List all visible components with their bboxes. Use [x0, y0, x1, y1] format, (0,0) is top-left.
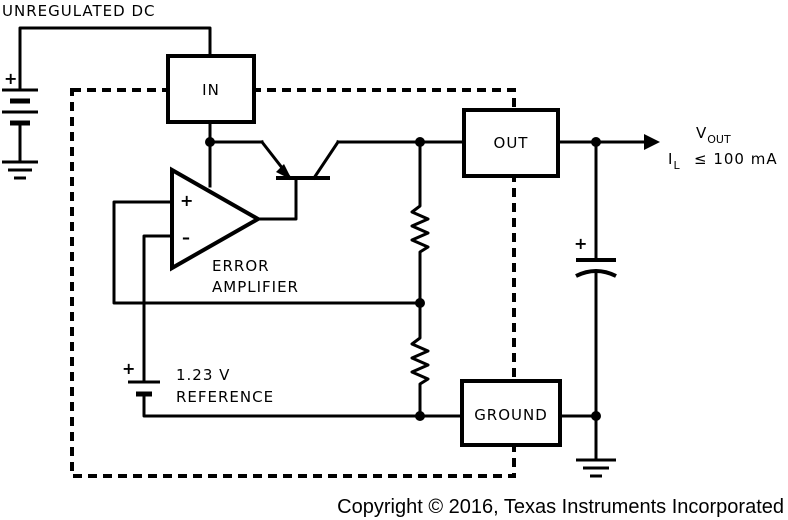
input-battery — [2, 68, 38, 164]
upper-resistor — [410, 140, 430, 305]
copyright-text: Copyright © 2016, Texas Instruments Inco… — [337, 496, 784, 518]
junction-divider-bottom — [415, 411, 425, 421]
pass-transistor — [259, 139, 341, 181]
regulator-ic-boundary — [70, 88, 516, 478]
error-amplifier — [170, 166, 263, 272]
junction-in — [205, 137, 215, 147]
junction-ground — [591, 411, 601, 421]
reference-to-ground-wire — [142, 394, 466, 418]
i-l-value: ≤ 100 mA — [694, 150, 778, 168]
capacitor-plus-sign: + — [574, 234, 587, 253]
reference-label: REFERENCE — [176, 388, 274, 406]
in-block-label: IN — [202, 81, 220, 99]
i-l-label: IL — [668, 150, 680, 172]
output-ground-symbol — [576, 458, 616, 478]
input-ground-symbol — [2, 160, 38, 180]
i-l-subscript: L — [673, 159, 680, 172]
ground-block — [460, 379, 562, 447]
in-block — [166, 54, 256, 124]
unregulated-dc-label: UNREGULATED DC — [2, 2, 155, 20]
output-arrow-icon — [644, 134, 660, 150]
ground-block-label: GROUND — [474, 406, 548, 424]
out-block-label: OUT — [494, 134, 529, 152]
v-out-subscript: OUT — [707, 133, 731, 146]
opamp-to-base-wire — [256, 176, 298, 221]
opamp-minus-input-sign: – — [182, 228, 190, 247]
reference-to-opamp-wire — [142, 234, 174, 382]
input-wire — [18, 26, 212, 72]
opamp-plus-input-sign: + — [180, 191, 193, 210]
error-amplifier-label-line1: ERROR — [212, 257, 270, 275]
in-to-transistor-wire — [208, 120, 264, 144]
i-l-main: I — [668, 150, 673, 168]
battery-plus-sign: + — [4, 69, 17, 88]
v-out-main: V — [696, 124, 707, 142]
error-amplifier-label-line2: AMPLIFIER — [212, 278, 299, 296]
reference-cell — [128, 380, 160, 397]
lower-resistor — [410, 301, 430, 418]
reference-plus-sign: + — [122, 359, 135, 378]
v-out-label: VOUT — [696, 124, 731, 146]
feedback-wire — [112, 200, 422, 305]
reference-voltage-label: 1.23 V — [176, 366, 230, 384]
